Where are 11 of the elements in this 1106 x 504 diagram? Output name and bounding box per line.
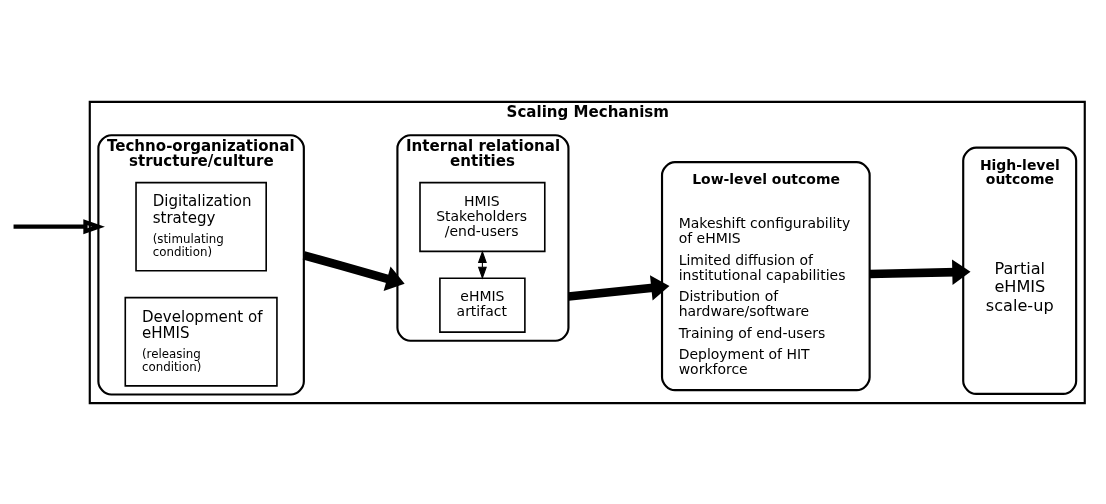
arrow <box>869 258 971 285</box>
arrow <box>568 274 670 301</box>
node-box: High-level outcome Partial eHMIS scale-up <box>962 146 1078 395</box>
arrow <box>13 218 105 234</box>
node-box: Low-level outcome Makeshift configurability of eHMIS Limited diffusion of institutional capabilities Distribution of hardware/software Training of end-users Deployment of HIT workforce <box>660 160 871 391</box>
node-box: HMIS Stakeholders /end-users <box>419 181 546 252</box>
node-box: Digitalization strategy (stimulating condition) <box>135 181 267 272</box>
node-box: eHMIS artifact <box>439 277 526 333</box>
arrow <box>477 249 487 280</box>
arrow <box>302 250 405 291</box>
node-box: Development of eHMIS (releasing condition) <box>124 296 278 387</box>
